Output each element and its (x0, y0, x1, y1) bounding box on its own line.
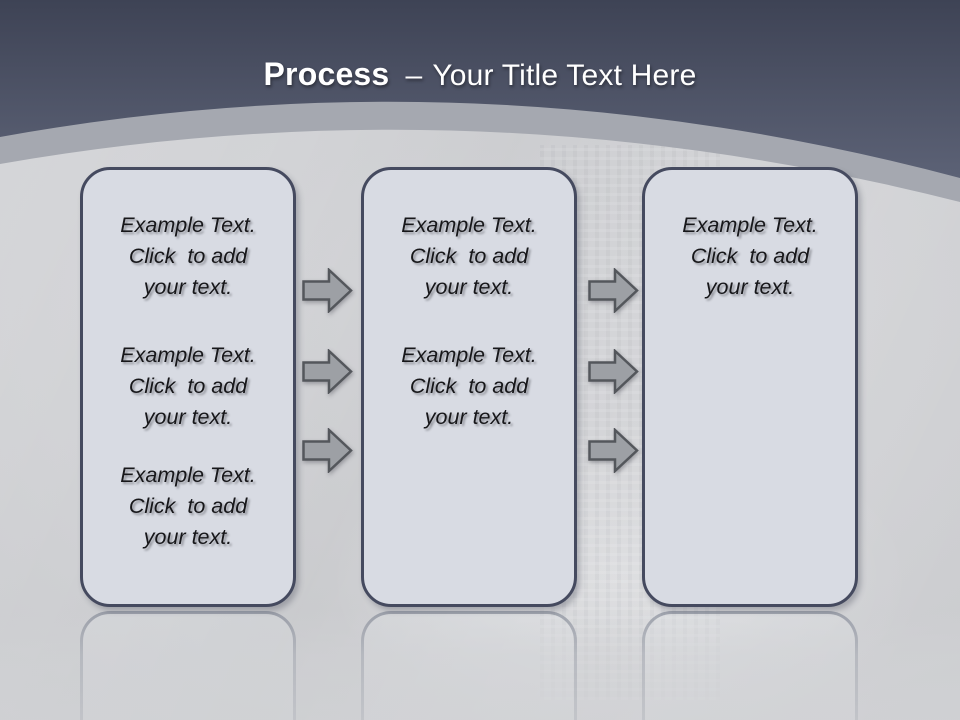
process-box-1[interactable]: Example Text. Click to add your text. Ex… (80, 167, 296, 607)
right-arrow-icon[interactable] (588, 428, 639, 473)
slide-title[interactable]: Process–Your Title Text Here (0, 54, 960, 95)
reflection-fade (0, 611, 960, 720)
box-reflection (80, 611, 296, 720)
text-placeholder[interactable]: Example Text. Click to add your text. (401, 343, 537, 429)
title-keyword: Process (263, 56, 390, 92)
right-arrow-icon[interactable] (302, 268, 353, 313)
text-placeholder[interactable]: Example Text. Click to add your text. (120, 213, 256, 299)
right-arrow-icon[interactable] (302, 428, 353, 473)
right-arrow-icon[interactable] (588, 349, 639, 394)
right-arrow-icon[interactable] (588, 268, 639, 313)
box-reflection (642, 611, 858, 720)
title-dash: – (405, 59, 423, 92)
text-placeholder[interactable]: Example Text. Click to add your text. (682, 213, 818, 299)
text-placeholder[interactable]: Example Text. Click to add your text. (401, 213, 537, 299)
process-box-2[interactable]: Example Text. Click to add your text. Ex… (361, 167, 577, 607)
process-box-3[interactable]: Example Text. Click to add your text. (642, 167, 858, 607)
header-arc (0, 0, 960, 202)
title-text: Your Title Text Here (432, 59, 697, 92)
header-dark-area (0, 0, 960, 178)
text-placeholder[interactable]: Example Text. Click to add your text. (120, 463, 256, 549)
text-placeholder[interactable]: Example Text. Click to add your text. (120, 343, 256, 429)
right-arrow-icon[interactable] (302, 349, 353, 394)
box-reflection (361, 611, 577, 720)
